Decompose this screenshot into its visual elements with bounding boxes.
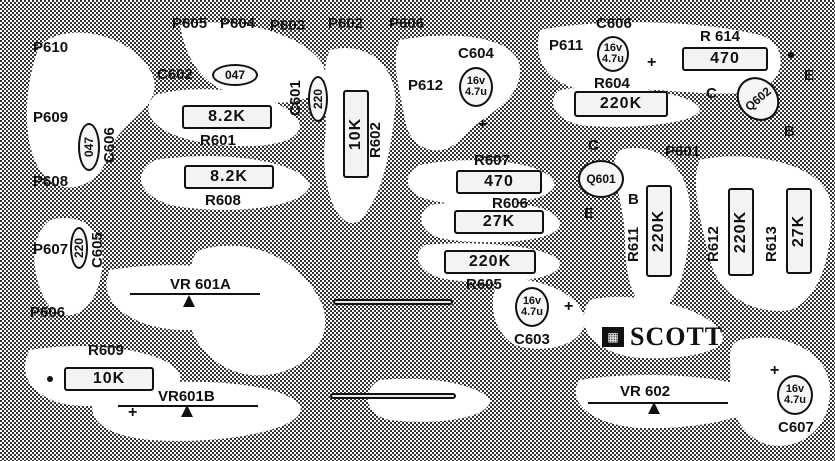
resistor-r612: 220K [728, 188, 754, 276]
pot-vr602-label: VR 602 [620, 383, 671, 400]
resistor-r604: 220K [574, 91, 668, 117]
capacitor-c602-ref: C602 [157, 66, 193, 83]
capacitor-c604-ref: C604 [458, 45, 494, 62]
pot-vr601b-wiper-icon [181, 405, 193, 417]
resistor-r609: 10K [64, 367, 154, 391]
resistor-r606: 27K [454, 210, 544, 234]
resistor-r613-ref: R613 [763, 226, 780, 262]
pad-label-p601: P601 [665, 143, 701, 160]
resistor-r605: 220K [444, 250, 536, 274]
capacitor-c605-ref: C605 [89, 232, 106, 268]
pad-dot-r614 [788, 52, 794, 58]
pad-label-p602: P602 [328, 15, 364, 32]
brand-logo: ▦ SCOTT [602, 322, 723, 352]
pot-vr601a-label: VR 601A [170, 276, 231, 293]
pad-label-p603: P603 [270, 17, 306, 34]
transistor-q601-collector: C [588, 137, 599, 154]
pad-label-p605: P605 [172, 15, 208, 32]
pad-label-p608: P608 [33, 173, 69, 190]
transistor-q601-emitter: E [584, 205, 595, 222]
capacitor-c606-top-ref: C606 [596, 15, 632, 32]
capacitor-c606-left: 047 [78, 123, 100, 171]
pot-vr602-wiper-icon [648, 402, 660, 414]
capacitor-c601: 220 [308, 76, 328, 122]
resistor-r605-ref: R605 [466, 276, 502, 293]
logo-icon: ▦ [602, 327, 624, 347]
resistor-r601-ref: R601 [200, 132, 236, 149]
jumper-wire-lower [330, 393, 456, 399]
resistor-r611-ref: R611 [625, 226, 642, 262]
resistor-r614: 470 [682, 47, 768, 71]
plus-sign-vr601b: + [128, 404, 138, 421]
resistor-r607-ref: R607 [474, 152, 510, 169]
resistor-r611: 220K [646, 185, 672, 277]
plus-sign-c607: + [770, 362, 780, 379]
transistor-q602-emitter: E [804, 67, 815, 84]
resistor-r601: 8.2K [182, 105, 272, 129]
capacitor-c601-ref: C601 [287, 80, 304, 116]
plus-sign-c606: + [647, 54, 657, 71]
resistor-r608: 8.2K [184, 165, 274, 189]
resistor-r602: 10K [343, 90, 369, 178]
plus-sign-c604: + [478, 116, 488, 133]
capacitor-c603-ref: C603 [514, 331, 550, 348]
resistor-r612-ref: R612 [705, 226, 722, 262]
plus-sign-c603: + [564, 298, 574, 315]
transistor-q602-base: B [784, 123, 795, 140]
capacitor-c605: 220 [70, 227, 88, 269]
pad-label-p609: P609 [33, 109, 69, 126]
jumper-wire-upper [333, 299, 453, 305]
pot-vr601b-label: VR601B [158, 388, 215, 405]
pad-label-p612: P612 [408, 77, 444, 94]
resistor-r608-ref: R608 [205, 192, 241, 209]
brand-name: SCOTT [630, 322, 724, 351]
resistor-r606-ref: R606 [492, 195, 528, 212]
pot-vr601a-track [130, 293, 260, 295]
capacitor-c602: 047 [212, 64, 258, 86]
capacitor-c607-ref: C607 [778, 419, 814, 436]
pad-label-p611: P611 [549, 37, 584, 54]
transistor-q601: Q601 [578, 160, 624, 198]
pad-label-p604: P604 [220, 15, 256, 32]
pot-vr601a-wiper-icon [183, 295, 195, 307]
resistor-r613: 27K [786, 188, 812, 274]
resistor-r604-ref: R604 [594, 75, 630, 92]
capacitor-c606-left-ref: C606 [101, 127, 118, 163]
resistor-r614-ref: R 614 [700, 28, 741, 45]
resistor-r607: 470 [456, 170, 542, 194]
pad-label-p606-top: P606 [389, 15, 425, 32]
transistor-q602-collector: C [706, 85, 717, 102]
resistor-r609-ref: R609 [88, 342, 124, 359]
pad-dot-r609 [47, 376, 53, 382]
pad-label-p607: P607 [33, 241, 69, 258]
resistor-r602-ref: R602 [367, 122, 384, 158]
pad-label-p606-left: P606 [30, 304, 66, 321]
transistor-q601-base: B [628, 191, 639, 208]
pad-label-p610: P610 [33, 39, 69, 56]
